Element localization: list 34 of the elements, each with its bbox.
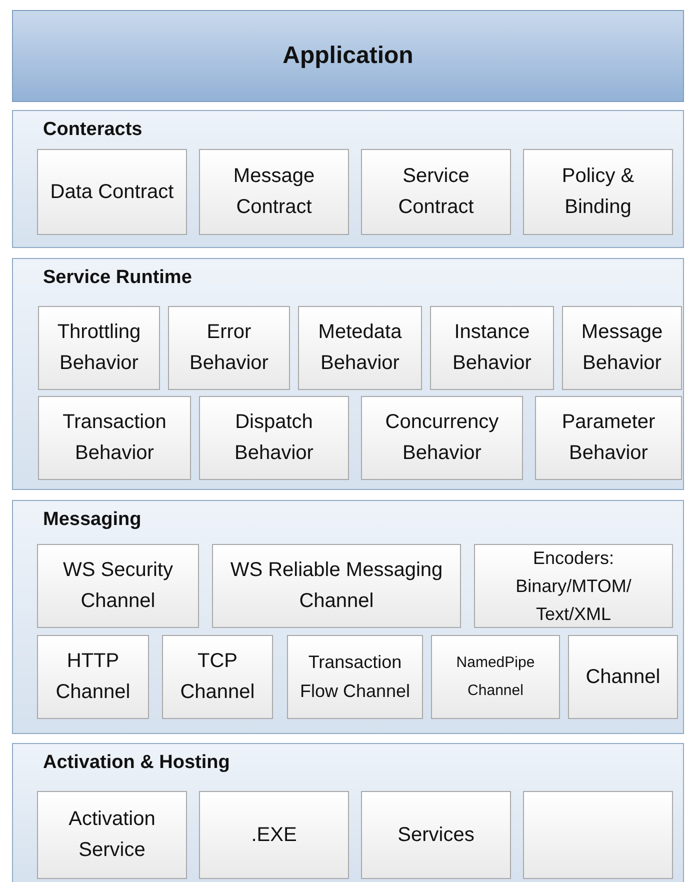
component-box: Throttling Behavior	[38, 306, 160, 390]
component-box: Message Behavior	[562, 306, 682, 390]
component-box: Parameter Behavior	[535, 396, 682, 480]
layer-panel	[12, 743, 684, 882]
component-box: Transaction Flow Channel	[287, 635, 423, 719]
layer-title: Messaging	[43, 509, 142, 531]
component-box: Policy & Binding	[523, 149, 673, 235]
component-box: Data Contract	[37, 149, 187, 235]
empty-box	[523, 791, 673, 879]
component-box: Activation Service	[37, 791, 187, 879]
component-box: Service Contract	[361, 149, 511, 235]
layer-panel	[12, 110, 684, 248]
layer-panel	[12, 500, 684, 734]
component-box: NamedPipe Channel	[431, 635, 560, 719]
component-box: Transaction Behavior	[38, 396, 191, 480]
layer-band: Application	[12, 10, 684, 102]
layer-title: Activation & Hosting	[43, 752, 230, 774]
component-box: Instance Behavior	[430, 306, 554, 390]
component-box: Services	[361, 791, 511, 879]
component-box: TCP Channel	[162, 635, 273, 719]
component-box: Concurrency Behavior	[361, 396, 523, 480]
component-box: Error Behavior	[168, 306, 290, 390]
layer-panel	[12, 258, 684, 490]
component-box: Message Contract	[199, 149, 349, 235]
component-box: WS Security Channel	[37, 544, 199, 628]
component-box: Encoders: Binary/MTOM/ Text/XML	[474, 544, 673, 628]
component-box: Metedata Behavior	[298, 306, 422, 390]
component-box: HTTP Channel	[37, 635, 149, 719]
component-box: Dispatch Behavior	[199, 396, 349, 480]
component-box: .EXE	[199, 791, 349, 879]
component-box: Channel	[568, 635, 678, 719]
layer-title: Conteracts	[43, 119, 142, 141]
layer-title: Service Runtime	[43, 267, 192, 289]
component-box: WS Reliable Messaging Channel	[212, 544, 461, 628]
